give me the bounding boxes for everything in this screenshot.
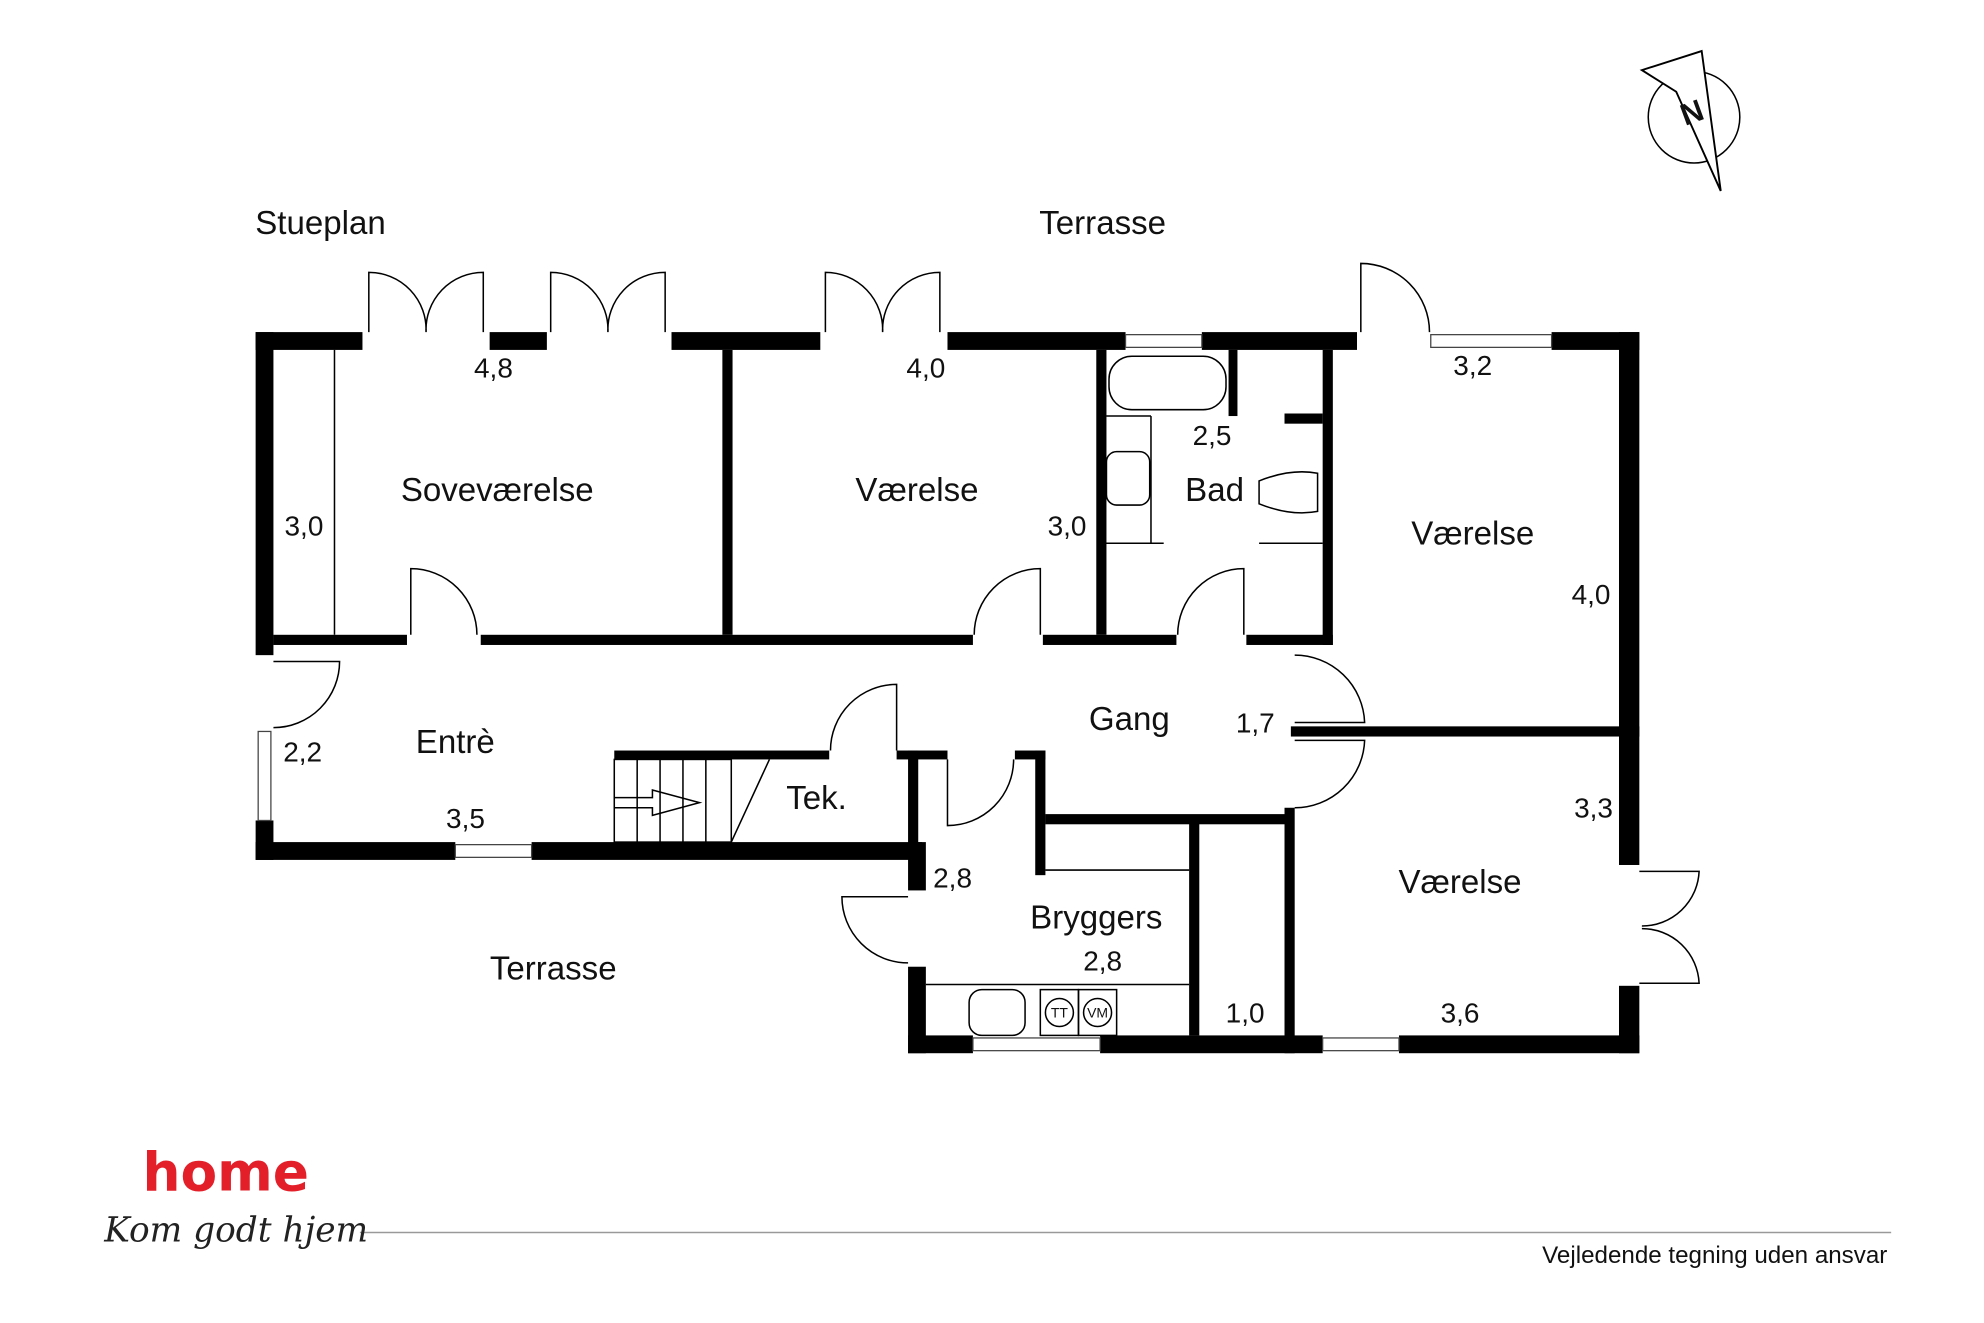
dim-gang-width: 1,7 [1236,707,1275,738]
room-bad: Bad [1185,472,1244,509]
disclaimer: Vejledende tegning uden ansvar [1542,1242,1887,1269]
dim-soveværelse-depth: 3,0 [285,510,324,541]
dim-værelse-2-width: 3,2 [1453,350,1492,381]
room-bryggers: Bryggers [1030,899,1162,936]
dim-bryggers-width: 2,8 [1083,945,1122,976]
room-tek: Tek. [786,780,847,817]
room-værelse-2: Værelse [1411,515,1534,552]
compass-icon: N [1639,49,1741,192]
dim-værelse-2-depth: 4,0 [1572,579,1611,610]
logo-slogan: Kom godt hjem [103,1210,368,1250]
terrace-top-label: Terrasse [1039,205,1166,242]
dim-soveværelse-width: 4,8 [474,353,513,384]
doors [273,262,1700,985]
room-værelse-1: Værelse [855,472,978,509]
dim-bryggers-depth: 2,8 [933,863,972,894]
fixtures [925,355,1323,1037]
room-soveværelse: Soveværelse [401,472,594,509]
dryer-icon [1044,997,1075,1028]
room-gang: Gang [1089,701,1170,738]
room-værelse-3: Værelse [1398,864,1521,901]
stairs [613,758,771,843]
dim-closet-width: 1,0 [1226,997,1265,1028]
dim-entre-width: 3,5 [446,803,485,834]
washer-label: VM [1087,1004,1108,1020]
dim-værelse-3-width: 3,6 [1441,997,1480,1028]
logo-home: home [142,1141,309,1204]
room-entre: Entrè [416,724,495,761]
dim-værelse-3-depth: 3,3 [1574,793,1613,824]
walls [255,332,1640,1054]
dim-værelse-1-width: 4,0 [906,353,945,384]
windows [257,334,1553,1052]
dim-entre-depth: 2,2 [283,737,322,768]
washer-icon [1082,997,1113,1028]
dim-bad-width: 2,5 [1193,420,1232,451]
terrace-bottom-label: Terrasse [490,950,617,987]
floor-label: Stueplan [255,205,385,242]
dim-værelse-1-depth: 3,0 [1048,510,1087,541]
dryer-label: TT [1051,1004,1069,1020]
